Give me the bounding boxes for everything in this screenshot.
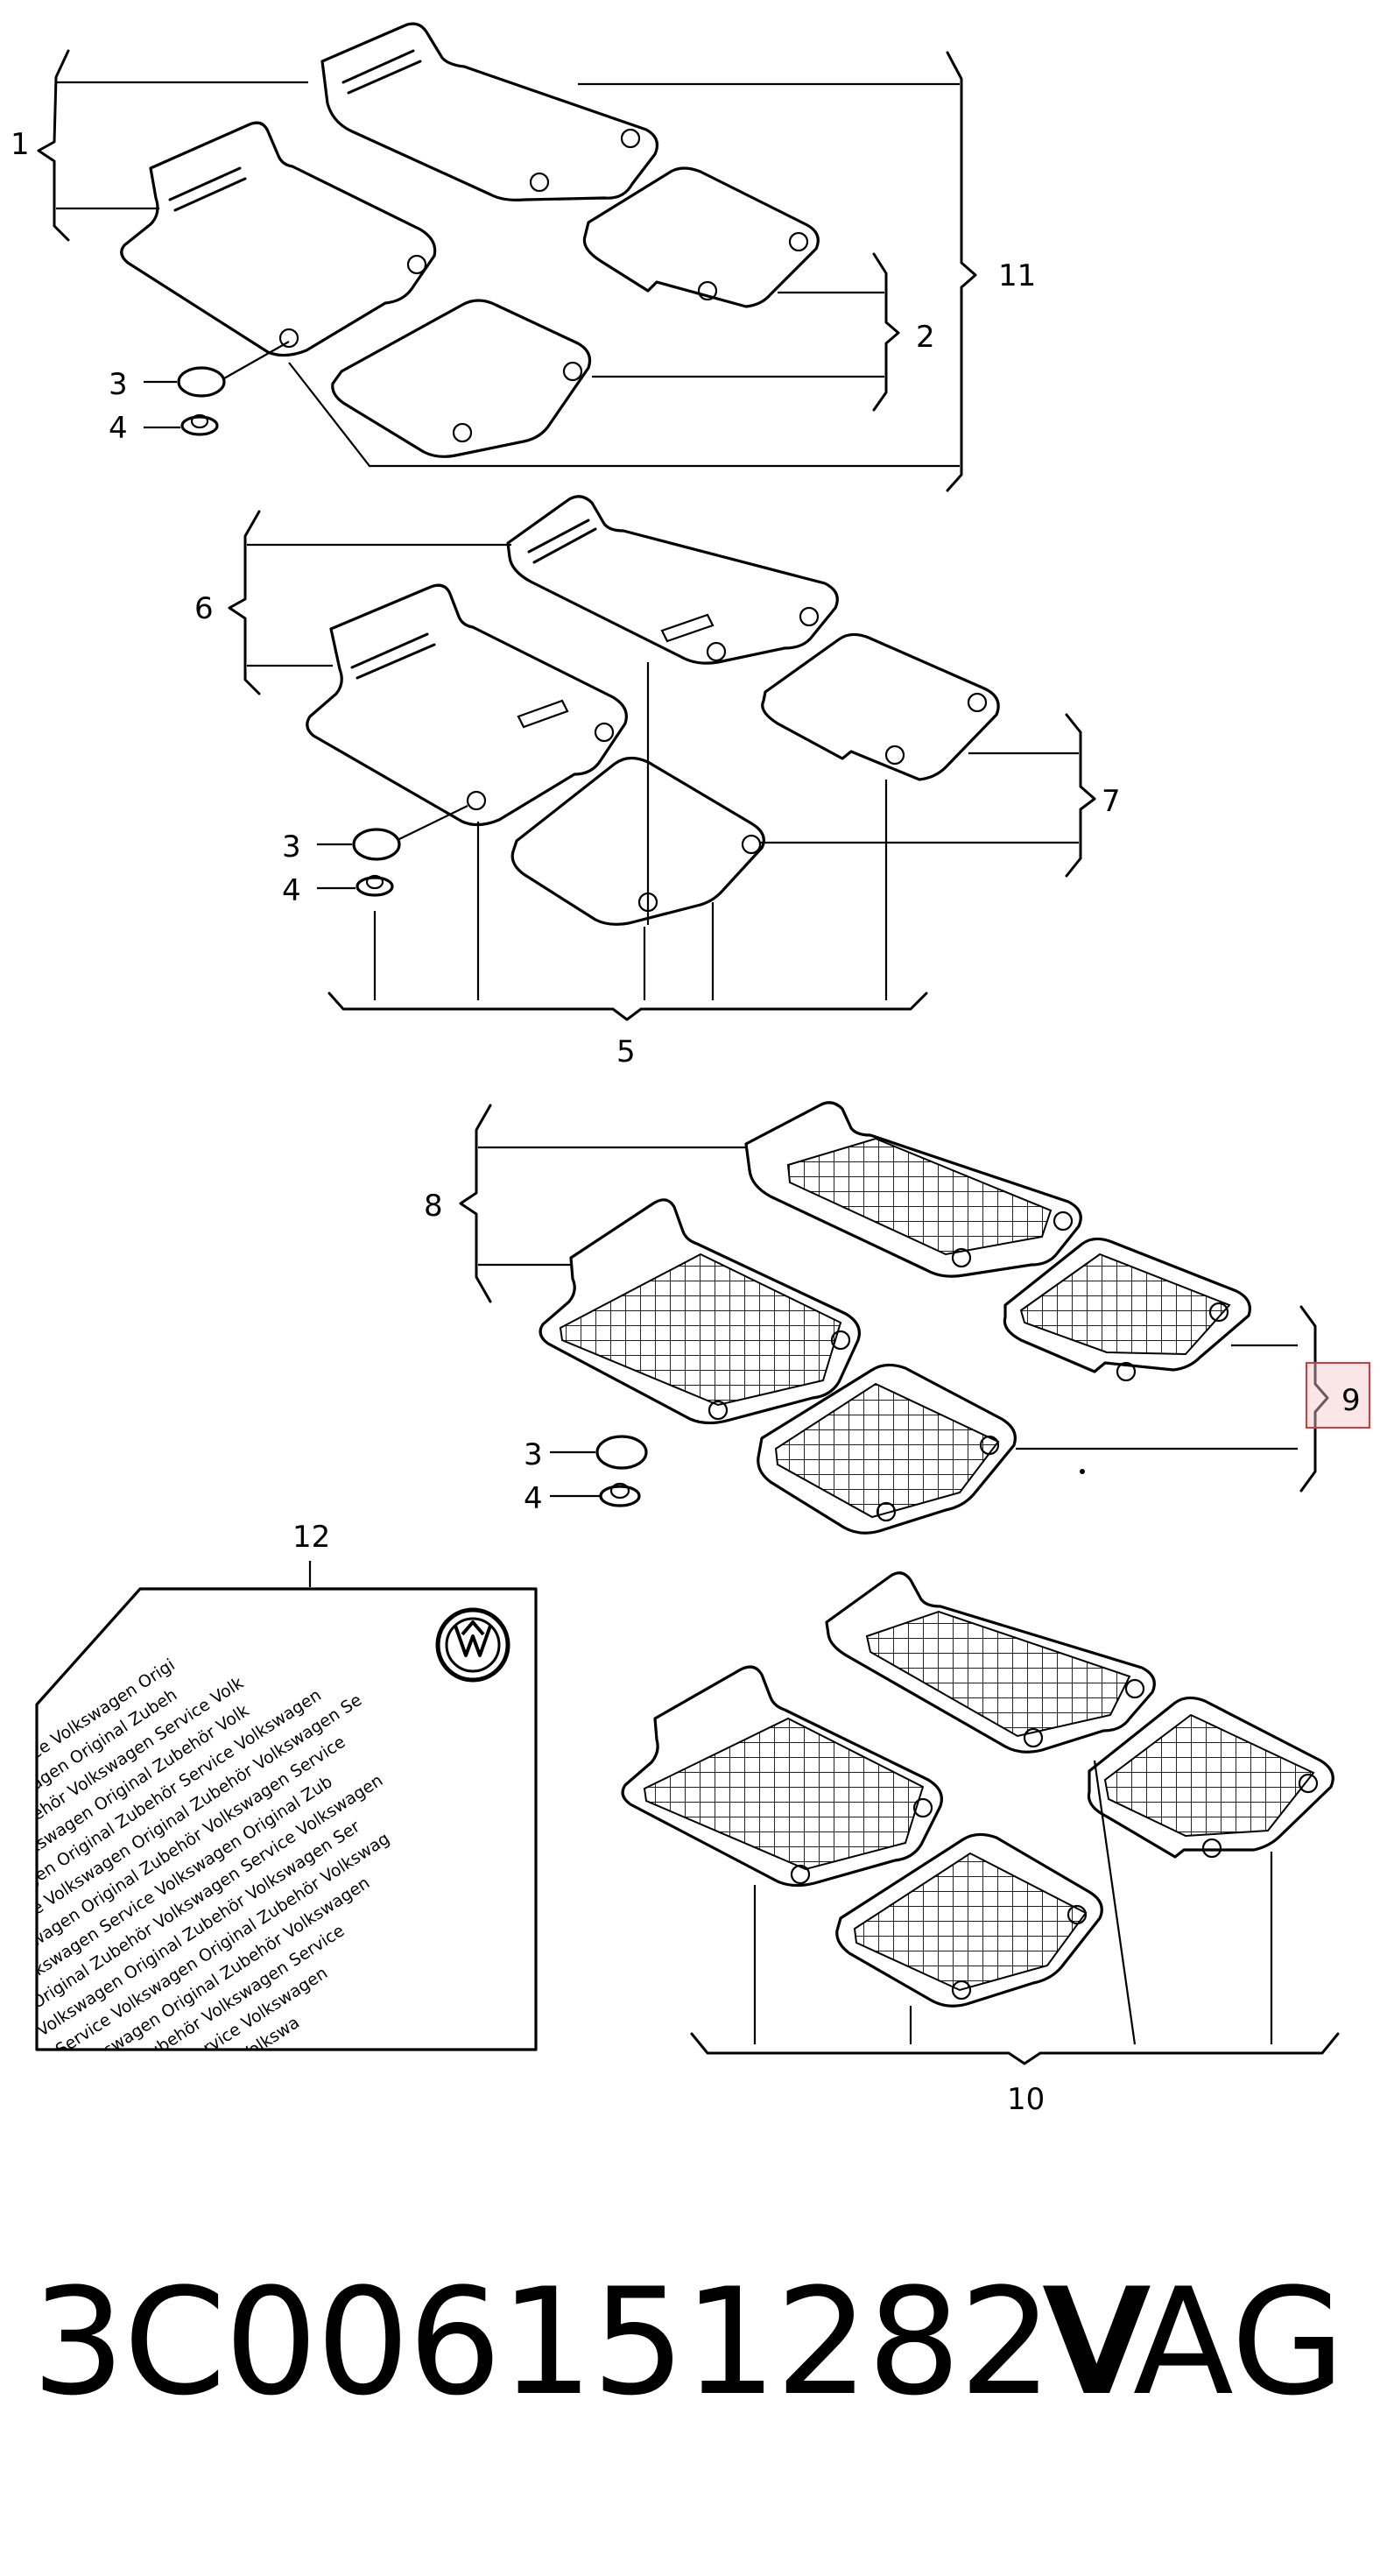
retaining-clip-3c	[595, 1435, 648, 1470]
callout-9-highlight	[1306, 1362, 1370, 1429]
mat-front-right-2	[506, 495, 839, 665]
callout-3b: 3	[282, 829, 301, 865]
callout-8: 8	[424, 1189, 443, 1224]
mat-set-plain-top	[37, 22, 977, 492]
vw-logo	[435, 1607, 510, 1683]
retaining-clip-4a	[180, 413, 219, 436]
retaining-clip-4b	[356, 874, 394, 897]
callout-3c: 3	[524, 1437, 543, 1472]
callout-10: 10	[1007, 2082, 1045, 2117]
brand-label: VAG	[1041, 2256, 1345, 2428]
callout-4c: 4	[524, 1481, 543, 1516]
mat-rear-right-2	[761, 632, 1000, 781]
callout-2: 2	[916, 320, 935, 355]
retaining-clip-3a	[177, 366, 226, 398]
retaining-clip-4c	[599, 1482, 641, 1507]
part-number: 3C006151282V	[32, 2256, 1151, 2428]
mat-front-right	[320, 22, 658, 201]
callout-7: 7	[1102, 784, 1121, 819]
callout-3a: 3	[109, 367, 128, 402]
callout-5: 5	[616, 1034, 636, 1069]
callout-4a: 4	[109, 411, 128, 446]
callout-11: 11	[998, 258, 1036, 293]
mat-set-rubber-middle	[459, 1101, 1370, 1535]
callout-12: 12	[292, 1520, 330, 1555]
callout-6: 6	[194, 591, 214, 626]
mat-front-left-2	[306, 583, 628, 827]
mat-set-plain-middle	[228, 495, 1096, 1021]
callout-1: 1	[11, 127, 30, 162]
mat-set-rubber-bottom	[621, 1571, 1340, 2065]
mat-rear-left-2	[510, 756, 765, 926]
callout-9: 9	[1341, 1383, 1361, 1418]
retaining-clip-3b	[352, 828, 401, 861]
mat-rear-left	[331, 299, 592, 458]
callout-4b: 4	[282, 873, 301, 908]
mat-front-left	[120, 121, 437, 357]
mat-rear-right	[582, 166, 820, 308]
service-sticker: Volkswagen Service Volkswagen OrigiServi…	[35, 1561, 538, 2051]
